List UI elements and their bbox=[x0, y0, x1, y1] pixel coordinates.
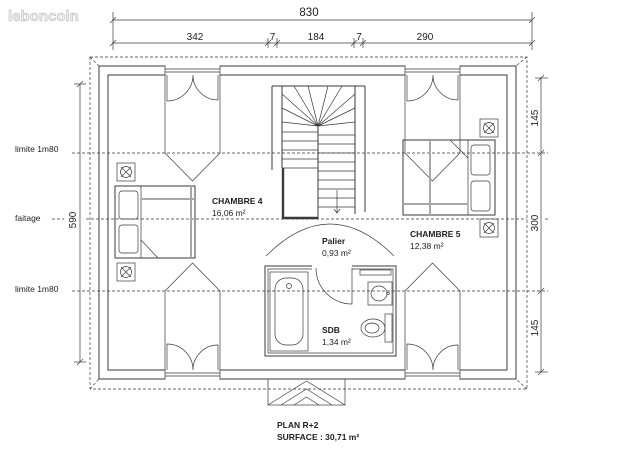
dimension-top-segment: 342 bbox=[187, 32, 204, 43]
bed-chambre-5 bbox=[402, 139, 496, 216]
exterior-stair bbox=[267, 378, 346, 406]
room-area-chambre-5: 12,38 m² bbox=[410, 241, 444, 251]
dimension-top-total-line bbox=[109, 12, 536, 50]
window-sash bbox=[166, 343, 219, 371]
dormer-bottom-right bbox=[404, 262, 461, 370]
dimension-top-segment: 184 bbox=[308, 32, 325, 43]
window-sash bbox=[166, 74, 219, 102]
dimension-top-total: 830 bbox=[299, 7, 318, 19]
lamp-icon bbox=[479, 118, 499, 138]
stair-direction-arrow-icon bbox=[333, 190, 341, 214]
lamp-icon bbox=[116, 262, 136, 282]
pillow bbox=[118, 190, 139, 220]
bed-chambre-4 bbox=[114, 185, 196, 259]
lamp-icon bbox=[479, 218, 499, 238]
stair-wall bbox=[281, 168, 318, 220]
room-area-sdb: 1,34 m² bbox=[322, 337, 351, 347]
stair-steps bbox=[282, 131, 355, 208]
window-sash bbox=[406, 343, 459, 371]
room-name-palier: Palier bbox=[322, 236, 346, 246]
staircase bbox=[271, 85, 366, 220]
level-label-limite-bottom: limite 1m80 bbox=[15, 284, 59, 294]
dimension-top-segments-line bbox=[109, 38, 536, 48]
window-sash bbox=[406, 74, 459, 102]
room-area-chambre-4: 16,06 m² bbox=[212, 208, 246, 218]
palier-boundary bbox=[265, 223, 395, 257]
dimension-top-segment: 7 bbox=[356, 32, 362, 43]
dormer-bottom-left bbox=[164, 262, 221, 370]
dimension-right-segment: 300 bbox=[530, 214, 541, 231]
level-label-faitage: faitage bbox=[15, 213, 41, 223]
dimension-right-segment: 145 bbox=[530, 109, 541, 126]
dimension-right-line bbox=[535, 74, 548, 376]
window-bottom-left bbox=[164, 343, 221, 380]
room-name-chambre-5: CHAMBRE 5 bbox=[410, 229, 461, 239]
pillow bbox=[470, 180, 491, 212]
pillow bbox=[118, 224, 139, 254]
dimension-left-total: 590 bbox=[68, 211, 79, 228]
bathtub bbox=[269, 271, 309, 352]
washbasin bbox=[367, 281, 393, 306]
dormer-top-left bbox=[164, 75, 221, 182]
window-bottom-right bbox=[404, 343, 461, 380]
dimension-right-segment: 145 bbox=[530, 319, 541, 336]
room-area-palier: 0,93 m² bbox=[322, 248, 351, 258]
towel-radiator bbox=[359, 269, 392, 276]
dimension-top-segment: 7 bbox=[270, 32, 276, 43]
pillow bbox=[470, 144, 491, 176]
bathroom-sdb bbox=[264, 265, 397, 357]
window-top-right bbox=[404, 65, 461, 102]
window-top-left bbox=[164, 65, 221, 102]
level-label-limite-top: limite 1m80 bbox=[15, 144, 59, 154]
dimension-left-line bbox=[74, 80, 86, 366]
watermark-logo: leboncoin bbox=[8, 8, 79, 25]
room-name-chambre-4: CHAMBRE 4 bbox=[212, 196, 263, 206]
stair-winders bbox=[281, 85, 356, 127]
sdb-door-swing bbox=[315, 267, 353, 305]
plan-surface: SURFACE : 30,71 m² bbox=[277, 432, 359, 442]
roof-outline bbox=[89, 56, 528, 390]
room-name-sdb: SDB bbox=[322, 325, 340, 335]
dormer-top-right bbox=[404, 75, 461, 182]
dimension-top-segment: 290 bbox=[417, 32, 434, 43]
lamp-icon bbox=[116, 162, 136, 182]
toilet bbox=[360, 313, 393, 343]
plan-title: PLAN R+2 bbox=[277, 420, 319, 430]
